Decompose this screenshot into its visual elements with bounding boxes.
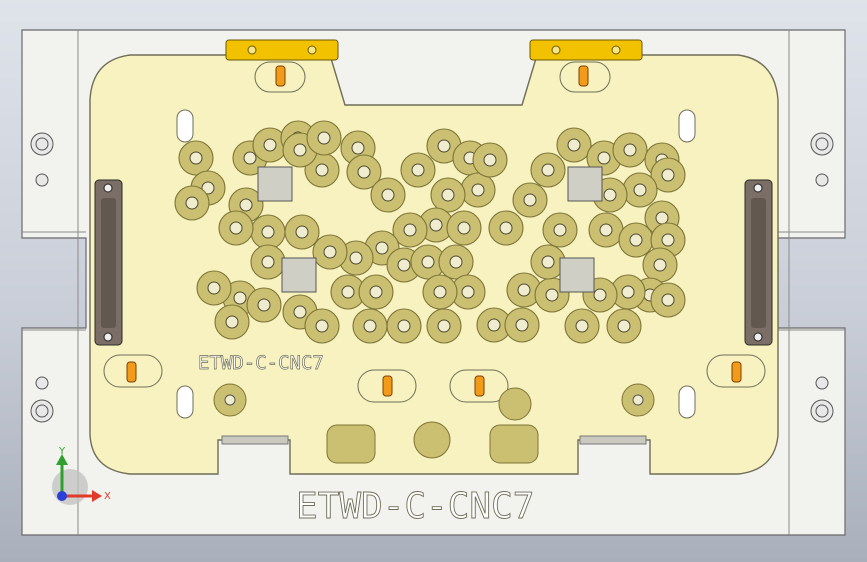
pad-bolt-hole bbox=[351, 141, 365, 155]
pad-bolt-hole bbox=[457, 221, 471, 235]
triad-x-label: X bbox=[104, 491, 111, 502]
pad-bolt-hole bbox=[575, 319, 589, 333]
pad-bolt-hole bbox=[261, 225, 275, 239]
pad-bolt-hole bbox=[293, 143, 307, 157]
pad-bolt-hole bbox=[545, 288, 559, 302]
pad-bolt-hole bbox=[201, 181, 215, 195]
pad-bolt-hole bbox=[369, 285, 383, 299]
pad-bolt-hole bbox=[403, 223, 417, 237]
support-blocks[interactable] bbox=[257, 166, 603, 293]
pad-bolt-hole bbox=[653, 258, 667, 272]
pad-bolt-hole bbox=[261, 255, 275, 269]
pad-bolt-hole bbox=[593, 288, 607, 302]
pad-bolt-hole bbox=[429, 218, 443, 232]
pad-bolt-hole bbox=[357, 165, 371, 179]
pad-bolt-hole bbox=[617, 319, 631, 333]
pad-bolt-hole bbox=[623, 143, 637, 157]
pad-bolt-hole bbox=[243, 151, 257, 165]
pad-bolt-hole bbox=[661, 293, 675, 307]
pad-bolt-hole bbox=[397, 258, 411, 272]
clamp-block-left[interactable] bbox=[94, 179, 123, 346]
pad-bolt-hole bbox=[263, 138, 277, 152]
pad-bolt-hole bbox=[295, 225, 309, 239]
pad-bolt-hole bbox=[597, 151, 611, 165]
pad-bolt-hole bbox=[437, 139, 451, 153]
base-mount-holes bbox=[30, 132, 834, 423]
pad-bolt-hole bbox=[661, 233, 675, 247]
pad-bolt-hole bbox=[633, 183, 647, 197]
pad-bolt-hole bbox=[189, 151, 203, 165]
pad-bolt-hole bbox=[293, 305, 307, 319]
pad-bolt-hole bbox=[483, 153, 497, 167]
pad-bolt-hole bbox=[567, 138, 581, 152]
pad-bolt-hole bbox=[437, 319, 451, 333]
clamp-block-right[interactable] bbox=[744, 179, 773, 346]
pad-bolt-hole bbox=[629, 233, 643, 247]
part-label-small: ETWD-C-CNC7 bbox=[198, 352, 324, 374]
top-bracket-left[interactable] bbox=[225, 39, 339, 61]
pad-bolt-hole bbox=[541, 255, 555, 269]
pad-bolt-hole bbox=[349, 251, 363, 265]
pad-bolt-hole bbox=[257, 298, 271, 312]
pad-bolt-hole bbox=[553, 223, 567, 237]
pad-bolt-hole bbox=[317, 131, 331, 145]
pad-bolt-hole bbox=[341, 285, 355, 299]
pad-bolt-hole bbox=[655, 211, 669, 225]
pad-bolt-hole bbox=[315, 319, 329, 333]
pad-bolt-hole bbox=[621, 285, 635, 299]
pad-bolt-hole bbox=[599, 223, 613, 237]
pad-bolt-hole bbox=[441, 188, 455, 202]
top-bracket-right[interactable] bbox=[529, 39, 643, 61]
locating-pins[interactable] bbox=[126, 65, 742, 397]
part-label-large: ETWD-C-CNC7 bbox=[296, 486, 534, 527]
pad-bolt-hole bbox=[541, 163, 555, 177]
pad-bolt-hole bbox=[185, 196, 199, 210]
pad-bolt-hole bbox=[499, 221, 513, 235]
pad-bolt-hole bbox=[661, 168, 675, 182]
pad-bolt-hole bbox=[225, 315, 239, 329]
triad-y-label: Y bbox=[58, 446, 66, 457]
pad-bolt-hole bbox=[411, 163, 425, 177]
pad-bolt-hole bbox=[603, 188, 617, 202]
pad-bolt-hole bbox=[233, 291, 247, 305]
pad-bolt-hole bbox=[449, 255, 463, 269]
pad-bolt-hole bbox=[315, 163, 329, 177]
pad-bolt-hole bbox=[207, 281, 221, 295]
pad-bolt-hole bbox=[515, 318, 529, 332]
pad-bolt-hole bbox=[487, 318, 501, 332]
coordinate-triad[interactable]: Y X bbox=[52, 446, 111, 505]
pad-bolt-hole bbox=[461, 285, 475, 299]
pad-bolt-hole bbox=[471, 183, 485, 197]
pad-bolt-hole bbox=[517, 283, 531, 297]
pad-bolt-hole bbox=[375, 241, 389, 255]
pad-bolt-hole bbox=[323, 245, 337, 259]
pad-bolt-hole bbox=[523, 193, 537, 207]
pad-bolt-hole bbox=[397, 319, 411, 333]
bottom-pads[interactable] bbox=[213, 383, 655, 464]
locator-pads[interactable] bbox=[174, 120, 686, 344]
pad-bolt-hole bbox=[381, 188, 395, 202]
pad-bolt-hole bbox=[239, 198, 253, 212]
pad-bolt-hole bbox=[433, 285, 447, 299]
pad-bolt-hole bbox=[363, 319, 377, 333]
pad-bolt-hole bbox=[229, 221, 243, 235]
pad-bolt-hole bbox=[421, 255, 435, 269]
